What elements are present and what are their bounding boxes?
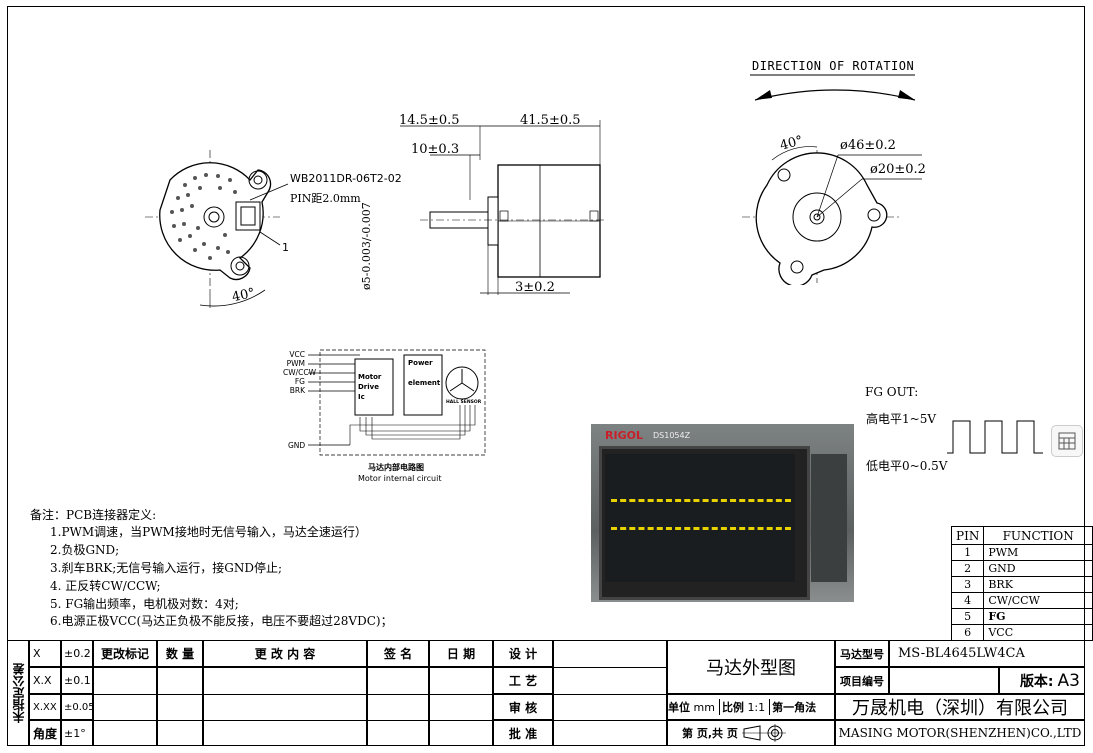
fg-low-level: 低电平0~0.5V xyxy=(866,459,948,473)
title-block: 未指定公差 X ±0.2 X.X ±0.1 X.XX ±0.05 角度 ±1° … xyxy=(7,640,1085,746)
fg-out-title: FG OUT: xyxy=(865,385,919,399)
note-3: 3.刹车BRK;无信号输入运行，接GND停止; xyxy=(50,561,283,575)
pin-function: BRK xyxy=(983,576,1093,593)
version-value: A3 xyxy=(1057,670,1080,691)
scope-brand: RIGOL xyxy=(605,429,643,442)
power-label-2: element xyxy=(408,379,441,387)
pin-function: FG xyxy=(983,608,1093,625)
signal-pwm: PWM xyxy=(286,359,305,368)
tol-value: ±0.05 xyxy=(61,694,93,720)
fg-high-level: 高电平1~5V xyxy=(866,412,936,426)
note-2: 2.负极GND; xyxy=(50,543,120,557)
project-label: 项目编号 xyxy=(835,667,889,694)
note-1: 1.PWM调速，当PWM接地时无信号输入，马达全速运行） xyxy=(50,525,367,539)
role-design: 设 计 xyxy=(493,640,553,667)
driver-label-3: Ic xyxy=(358,393,365,401)
drawing-title: 马达外型图 xyxy=(667,640,835,694)
power-label-1: Power xyxy=(408,359,433,367)
dim-shaft-length: 14.5±0.5 xyxy=(399,113,460,128)
company-name-cn: 万晟机电（深圳）有限公司 xyxy=(835,694,1085,720)
circuit-caption-cn: 马达内部电路图 xyxy=(368,463,424,472)
tol-value: ±0.2 xyxy=(61,640,93,667)
tol-value: ±0.1 xyxy=(61,667,93,694)
sign-header: 签 名 xyxy=(367,640,429,667)
rotation-arrow-icon xyxy=(750,74,916,101)
internal-circuit-diagram: Motor Drive Ic Power element HALL SENSOR xyxy=(308,349,486,456)
hall-label: HALL SENSOR xyxy=(446,399,482,405)
pin-function: PWM xyxy=(983,544,1093,561)
dim-shaft-flat: 10±0.3 xyxy=(411,142,460,157)
note-4: 4. 正反转CW/CCW; xyxy=(50,579,161,593)
pin-number: 3 xyxy=(950,576,985,593)
signal-gnd: GND xyxy=(288,441,306,450)
signal-cwccw: CW/CCW xyxy=(283,368,317,377)
notes-heading: 备注：PCB连接器定义: xyxy=(30,508,157,522)
driver-label-1: Motor xyxy=(358,373,382,381)
oscilloscope-photo: RIGOL DS1054Z xyxy=(591,424,854,602)
unit-value: mm xyxy=(693,700,715,714)
model-label: 马达型号 xyxy=(835,640,889,667)
pin-number: 6 xyxy=(950,624,985,641)
tol-key: 角度 xyxy=(29,720,61,746)
dim-body-length: 41.5±0.5 xyxy=(520,113,581,128)
page-label: 第 页,共 页 xyxy=(682,727,738,740)
pin-number: 5 xyxy=(950,608,985,625)
dim-hub-diameter: ø20±0.2 xyxy=(870,162,926,177)
scale-value: 1:1 xyxy=(747,700,766,714)
dim-flange: 3±0.2 xyxy=(515,280,555,295)
change-mark-header: 更改标记 xyxy=(93,640,157,667)
driver-label-2: Drive xyxy=(358,383,379,391)
scale-label: 比例 xyxy=(718,699,744,715)
fg-waveform xyxy=(947,420,1043,454)
pin-function: GND xyxy=(983,560,1093,577)
motor-front-view xyxy=(742,146,922,285)
pin-function: CW/CCW xyxy=(983,592,1093,609)
table-view-icon[interactable] xyxy=(1051,425,1083,457)
projection-label: 第一角法 xyxy=(769,699,816,715)
motor-rear-view xyxy=(145,150,289,308)
unit-label: 单位 xyxy=(668,701,690,714)
pin-pitch-label: PIN距2.0mm xyxy=(290,192,361,205)
project-value xyxy=(889,667,999,694)
circuit-caption-en: Motor internal circuit xyxy=(358,474,442,483)
pin1-marker: 1 xyxy=(282,241,289,254)
tol-key: X.X xyxy=(29,667,61,694)
company-name-en: MASING MOTOR(SHENZHEN)CO.,LTD xyxy=(835,720,1085,746)
note-5: 5. FG输出频率，电机极对数：4对; xyxy=(50,597,239,611)
tol-key: X xyxy=(29,640,61,667)
tol-value: ±1° xyxy=(61,720,93,746)
change-content-header: 更 改 内 容 xyxy=(203,640,367,667)
connector-label: WB2011DR-06T2-02 xyxy=(290,172,402,185)
dim-shaft-diameter: ø5-0.003/-0.007 xyxy=(360,202,373,290)
signal-fg: FG xyxy=(294,377,305,386)
pin-number: 1 xyxy=(950,544,985,561)
tol-key: X.XX xyxy=(29,694,61,720)
note-6: 6.电源正极VCC(马达正负极不能反接，电压不要超过28VDC)； xyxy=(50,614,393,628)
first-angle-projection-icon xyxy=(741,724,786,742)
pin-function: VCC xyxy=(983,624,1093,641)
unspecified-tolerance-label: 未指定公差 xyxy=(11,663,26,723)
scope-model: DS1054Z xyxy=(653,431,691,440)
signal-brk: BRK xyxy=(289,386,305,395)
signal-vcc: VCC xyxy=(289,350,305,359)
version-label: 版本: xyxy=(1019,673,1054,690)
role-approve: 批 准 xyxy=(493,720,553,746)
pin-number: 4 xyxy=(950,592,985,609)
pin-header: PIN xyxy=(950,526,985,545)
role-review: 审 核 xyxy=(493,694,553,720)
direction-of-rotation-label: DIRECTION OF ROTATION xyxy=(752,59,915,73)
date-header: 日 期 xyxy=(429,640,493,667)
function-header: FUNCTION xyxy=(983,526,1093,545)
signal-labels: VCC PWM CW/CCW FG BRK xyxy=(283,350,317,395)
motor-side-view xyxy=(400,120,605,295)
dim-body-diameter: ø46±0.2 xyxy=(840,138,896,153)
model-value: MS-BL4645LW4CA xyxy=(889,640,1085,667)
qty-header: 数 量 xyxy=(157,640,203,667)
role-process: 工 艺 xyxy=(493,667,553,694)
pin-number: 2 xyxy=(950,560,985,577)
